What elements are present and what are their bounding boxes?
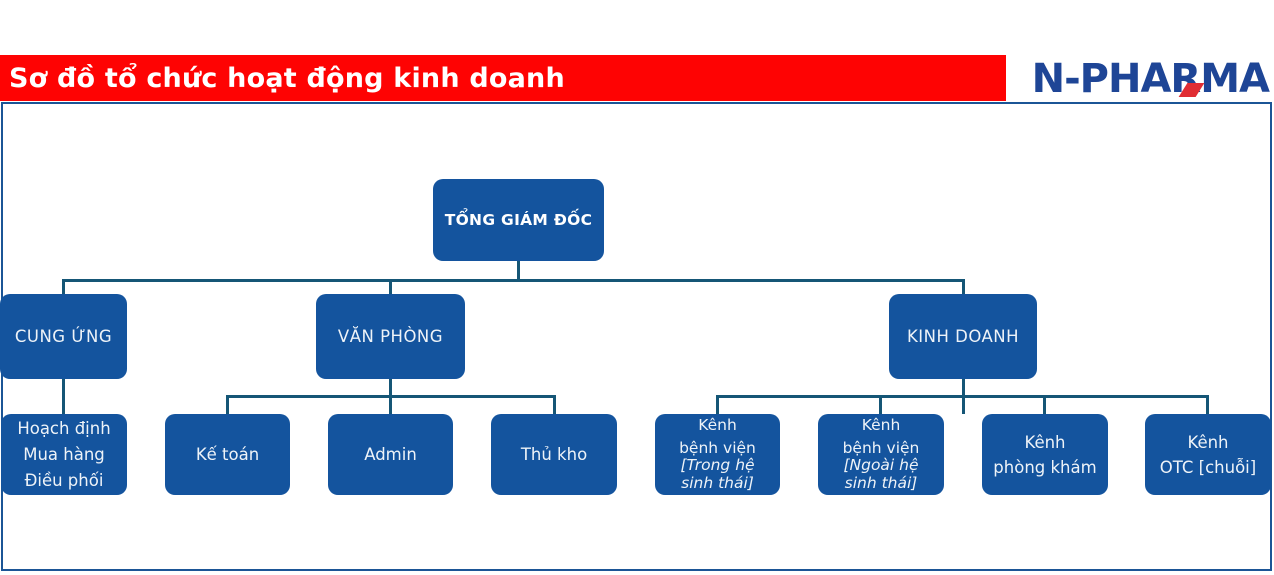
org-node-label-line: bệnh viện bbox=[679, 438, 756, 457]
connector-drop-kenh-otc bbox=[1206, 398, 1209, 414]
org-node-label: Kế toán bbox=[195, 445, 260, 464]
connector-drop-thu-kho bbox=[553, 398, 556, 414]
connector-drop-ke-toan bbox=[226, 398, 229, 414]
org-node-admin: Admin bbox=[328, 414, 453, 495]
org-node-ke-toan: Kế toán bbox=[165, 414, 290, 495]
org-node-label: TỔNG GIÁM ĐỐC bbox=[444, 211, 593, 229]
org-node-label: Admin bbox=[364, 445, 417, 464]
connector-root-down bbox=[517, 261, 520, 279]
org-node-label-line: Hoạch định bbox=[17, 418, 111, 438]
org-node-label-line: Điều phối bbox=[24, 470, 104, 490]
org-node-label-line: Mua hàng bbox=[23, 444, 105, 464]
org-node-label-line: [Ngoài hệ bbox=[843, 456, 919, 474]
logo-text-right: MA bbox=[1200, 55, 1270, 102]
org-node-kenh-benh-vien-ngoai: Kênh bệnh viện [Ngoài hệ sinh thái] bbox=[818, 414, 944, 495]
org-node-label-line: [Trong hệ bbox=[680, 456, 755, 474]
connector-cung-ung-down bbox=[62, 379, 65, 414]
connector-drop-van-phong bbox=[389, 282, 392, 294]
org-node-tong-giam-doc: TỔNG GIÁM ĐỐC bbox=[433, 179, 604, 261]
connector-drop-kinh-doanh bbox=[962, 282, 965, 294]
org-node-label-line: Kênh bbox=[1187, 432, 1229, 452]
connector-drop-kenh-bv-ngoai bbox=[879, 398, 882, 414]
connector-kinh-doanh-horizontal bbox=[716, 395, 1209, 398]
diagram-frame bbox=[1, 102, 1272, 571]
org-node-label: CUNG ỨNG bbox=[14, 327, 113, 346]
org-node-kenh-otc: Kênh OTC [chuỗi] bbox=[1145, 414, 1271, 495]
org-node-thu-kho: Thủ kho bbox=[491, 414, 617, 495]
org-node-label-line: Kênh bbox=[861, 416, 901, 434]
org-node-label-line: Kênh bbox=[1024, 432, 1066, 452]
org-node-label-line: sinh thái] bbox=[681, 473, 754, 492]
connector-van-phong-horizontal bbox=[226, 395, 556, 398]
org-node-label: Thủ kho bbox=[520, 445, 588, 464]
connector-drop-kenh-phong-kham bbox=[1043, 398, 1046, 414]
logo-text-left: N-PHA bbox=[1031, 55, 1172, 102]
org-node-kenh-benh-vien-trong: Kênh bệnh viện [Trong hệ sinh thái] bbox=[655, 414, 780, 495]
org-node-label-line: OTC [chuỗi] bbox=[1159, 457, 1257, 477]
connector-drop-kenh-bv-trong bbox=[716, 398, 719, 414]
org-node-label-line: bệnh viện bbox=[842, 438, 920, 457]
org-node-label-line: phòng khám bbox=[993, 457, 1097, 477]
connector-drop-cung-ung bbox=[62, 282, 65, 294]
org-node-van-phong: VĂN PHÒNG bbox=[316, 294, 465, 379]
org-node-label-line: Kênh bbox=[698, 416, 737, 434]
org-node-cung-ung: CUNG ỨNG bbox=[0, 294, 127, 379]
header-bar: Sơ đồ tổ chức hoạt động kinh doanh bbox=[0, 55, 1006, 101]
org-node-label-line: sinh thái] bbox=[844, 473, 918, 492]
org-node-label: KINH DOANH bbox=[906, 327, 1020, 346]
org-node-hoach-dinh-mua-hang-dieu-phoi: Hoạch định Mua hàng Điều phối bbox=[1, 414, 127, 495]
org-node-label: VĂN PHÒNG bbox=[337, 327, 444, 346]
logo-letter-r: R bbox=[1170, 56, 1205, 102]
org-node-kinh-doanh: KINH DOANH bbox=[889, 294, 1037, 379]
connector-level2-horizontal bbox=[62, 279, 965, 282]
org-node-kenh-phong-kham: Kênh phòng khám bbox=[982, 414, 1108, 495]
page-title: Sơ đồ tổ chức hoạt động kinh doanh bbox=[9, 62, 565, 94]
